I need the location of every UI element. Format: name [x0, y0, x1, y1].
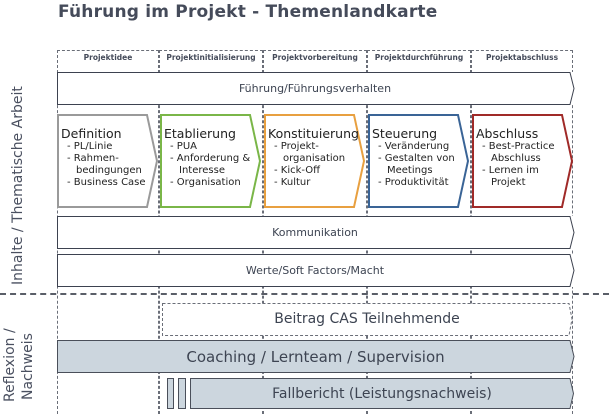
chevron-bullet-text: PUA [176, 141, 197, 152]
fallbericht-marker-2 [178, 378, 186, 409]
chevron-shape [368, 114, 470, 208]
section-divider [0, 293, 609, 295]
phase-header-projektidee: Projektidee [57, 50, 159, 66]
phase-header-projektdurchfuehrung: Projektdurchführung [367, 50, 471, 66]
side-label-inhalte: Inhalte / Thematische Arbeit [10, 86, 26, 285]
fallbericht-bar: Fallbericht (Leistungsnachweis) [190, 378, 575, 409]
chevron-bullet-text: Gestalten von [384, 153, 455, 164]
beitrag-cas-label: Beitrag CAS Teilnehmende [274, 311, 460, 327]
chevron-bullet-text: organisation [283, 153, 346, 164]
chevron-title: Etablierung [164, 126, 236, 141]
chevron-text: Konstituierung- Projekt-organisation- Ki… [268, 126, 359, 189]
chevron-bullet-item: - Lernen im [482, 165, 539, 176]
chevron-bullet-text: Rahmen- [73, 153, 119, 164]
chevron-bullet-text: Produktivität [384, 177, 449, 188]
chevron-bullet-text: Kick-Off [280, 165, 321, 176]
chevron-bullet-item: - PL/Linie [67, 141, 113, 152]
chevron-bullet-item: - Best-Practice [482, 141, 555, 152]
chevron-bullet-text: Anforderung & [176, 153, 251, 164]
fallbericht-marker-1 [167, 378, 174, 409]
chevron-bullet-text: Veränderung [384, 141, 450, 152]
chevron-bullet-item: - Kultur [274, 177, 311, 188]
chevron-bullet-item: - Rahmen- [67, 153, 119, 164]
chevron-bullet-text: Kultur [280, 177, 311, 188]
chevron-bullet-text: Interesse [179, 165, 225, 176]
chevron-title: Abschluss [476, 126, 539, 141]
chevron-title: Steuerung [372, 126, 438, 141]
chevron-bullet-text: Projekt [491, 177, 526, 188]
chevron-bullet-item: Meetings [372, 165, 455, 177]
chevron-bullet-item: - Kick-Off [274, 165, 321, 176]
coaching-bar: Coaching / Lernteam / Supervision [57, 340, 575, 373]
side-label-reflexion: Reflexion / [2, 328, 18, 402]
phase-chevron-1: Definition- PL/Linie- Rahmen-bedingungen… [57, 114, 159, 208]
chevron-bullet-text: Abschluss [491, 153, 541, 164]
coaching-label: Coaching / Lernteam / Supervision [186, 347, 445, 366]
chevron-bullet-item: Projekt [476, 177, 555, 189]
phase-chevron-3: Konstituierung- Projekt-organisation- Ki… [264, 114, 366, 208]
chevron-title: Konstituierung [268, 126, 359, 141]
chevron-bullet-text: Business Case [73, 177, 146, 188]
chevron-bullet-item: - Organisation [170, 177, 241, 188]
chevron-bullet-item: organisation [268, 153, 359, 165]
phase-header-projektvorbereitung: Projektvorbereitung [263, 50, 367, 66]
page-title: Führung im Projekt - Themenlandkarte [58, 2, 438, 22]
chevron-bullet-text: Organisation [176, 177, 241, 188]
chevron-bullet-item: - Anforderung & [170, 153, 251, 164]
phase-header-projektinitialisierung: Projektinitialisierung [159, 50, 263, 66]
chevron-bullet-item: - Business Case [67, 177, 146, 188]
phase-chevron-2: Etablierung- PUA- Anforderung &Interesse… [160, 114, 262, 208]
chevron-bullet-item: Abschluss [476, 153, 555, 165]
chevron-bullet-item: - Produktivität [378, 177, 449, 188]
chevron-shape [160, 114, 262, 208]
bar-fuehrung-label: Führung/Führungsverhalten [238, 82, 392, 95]
chevron-bullet-item: - Gestalten von [378, 153, 455, 164]
fallbericht-label: Fallbericht (Leistungsnachweis) [272, 385, 492, 402]
chevron-shape [264, 114, 366, 208]
chevron-shape [57, 114, 159, 208]
bar-kommunikation: Kommunikation [57, 216, 575, 249]
chevron-bullet-text: Projekt- [280, 141, 319, 152]
bar-kommunikation-label: Kommunikation [272, 226, 358, 239]
chevron-bullet-text: bedingungen [76, 165, 142, 176]
phase-header-projektabschluss: Projektabschluss [471, 50, 573, 66]
chevron-bullet-text: Lernen im [488, 165, 539, 176]
chevron-text: Definition- PL/Linie- Rahmen-bedingungen… [61, 126, 146, 189]
chevron-shape [472, 114, 574, 208]
side-label-nachweis: Nachweis [20, 333, 36, 400]
chevron-bullet-item: Interesse [164, 165, 250, 177]
chevron-bullet-text: Meetings [387, 165, 433, 176]
chevron-text: Etablierung- PUA- Anforderung &Interesse… [164, 126, 251, 189]
chevron-bullet-item: - Projekt- [274, 141, 319, 152]
bar-werte-label: Werte/Soft Factors/Macht [245, 264, 385, 277]
chevron-bullet-text: Best-Practice [488, 141, 555, 152]
bar-fuehrung: Führung/Führungsverhalten [57, 72, 575, 105]
chevron-bullet-item: - PUA [170, 141, 197, 152]
beitrag-cas-box: Beitrag CAS Teilnehmende [162, 303, 573, 336]
chevron-bullet-item: - Veränderung [378, 141, 450, 152]
chevron-bullet-item: bedingungen [61, 165, 146, 177]
chevron-bullet-text: PL/Linie [73, 141, 113, 152]
bar-werte: Werte/Soft Factors/Macht [57, 254, 575, 287]
chevron-title: Definition [61, 126, 122, 141]
